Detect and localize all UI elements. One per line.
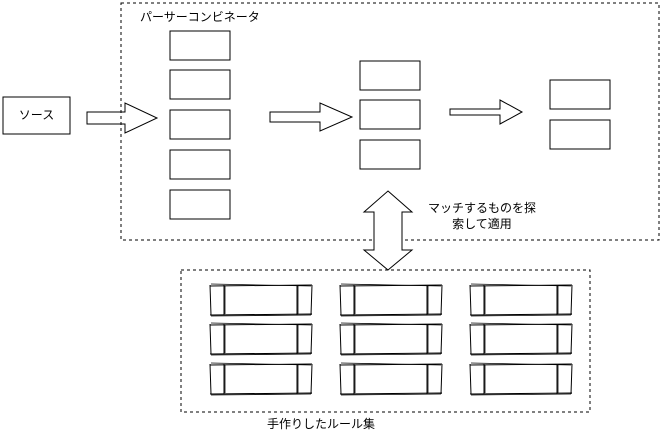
rules-caption: 手作りしたルール集 <box>267 416 375 431</box>
source-label: ソース <box>19 108 54 122</box>
parser-box <box>359 60 421 91</box>
rule-cell <box>339 322 443 356</box>
parser-box <box>169 69 231 100</box>
bidirectional-arrow <box>362 190 414 271</box>
arrow-source-to-combinator <box>86 102 159 134</box>
rule-cell <box>209 322 313 356</box>
rules-group <box>180 269 591 413</box>
rule-cell <box>209 362 313 396</box>
search-label-line1: マッチするものを探 <box>428 201 536 215</box>
source-node: ソース <box>2 96 71 135</box>
arrow-col1-to-col2 <box>269 102 354 132</box>
rule-cell <box>469 362 573 396</box>
parser-box <box>169 189 231 220</box>
rule-cells <box>209 283 573 396</box>
search-label-line2: 索して適用 <box>452 216 512 231</box>
rule-cell <box>469 283 573 317</box>
combinator-column-3 <box>549 79 611 150</box>
rule-cell <box>209 283 313 317</box>
rule-cell <box>469 322 573 356</box>
parser-box <box>169 30 231 61</box>
parser-box <box>169 149 231 180</box>
arrow-col2-to-col3 <box>449 99 524 125</box>
parser-box <box>359 99 421 130</box>
combinator-title: パーサーコンビネータ <box>140 10 260 24</box>
parser-box <box>359 139 421 170</box>
combinator-column-2 <box>359 60 421 170</box>
combinator-column-1 <box>169 30 231 220</box>
rule-cell <box>339 283 443 317</box>
rule-cell <box>339 362 443 396</box>
parser-box <box>549 119 611 150</box>
parser-box <box>549 79 611 110</box>
parser-box <box>169 109 231 140</box>
